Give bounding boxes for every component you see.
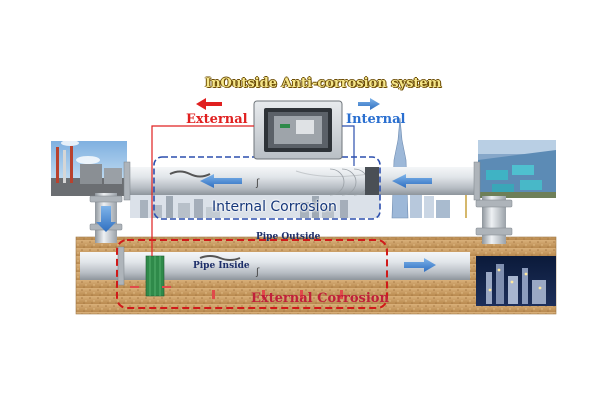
flow-arrow-upper-right	[392, 174, 432, 188]
external-label: External	[186, 112, 248, 127]
internal-label: Internal	[346, 112, 406, 127]
flow-arrow-lower	[404, 258, 436, 272]
external-corrosion-label: External Corrosion	[251, 291, 389, 306]
system-title: InOutside Anti-corrosion system	[205, 76, 442, 91]
external-wire	[151, 125, 254, 256]
vertical-pipe-right	[475, 196, 513, 244]
refinery-image	[476, 256, 556, 306]
external-arrow	[196, 98, 222, 110]
water-treatment-image	[478, 140, 556, 198]
flow-arrow-vertical	[96, 206, 116, 232]
pipe-outside-label: Pipe Outside	[256, 232, 321, 242]
svg-text:ʃ: ʃ	[255, 267, 260, 278]
external-corrosion-zone	[116, 239, 388, 309]
internal-wire	[342, 125, 355, 166]
soil-anodes	[130, 286, 343, 299]
svg-text:ʃ: ʃ	[255, 178, 260, 189]
internal-arrow	[358, 98, 380, 110]
anti-corrosion-control-panel	[253, 100, 343, 160]
internal-corrosion-label: Internal Corrosion	[212, 199, 337, 215]
power-plant-image	[51, 140, 127, 196]
pipe-inside-label: Pipe Inside	[193, 261, 250, 271]
flow-arrow-upper-left	[200, 174, 242, 188]
